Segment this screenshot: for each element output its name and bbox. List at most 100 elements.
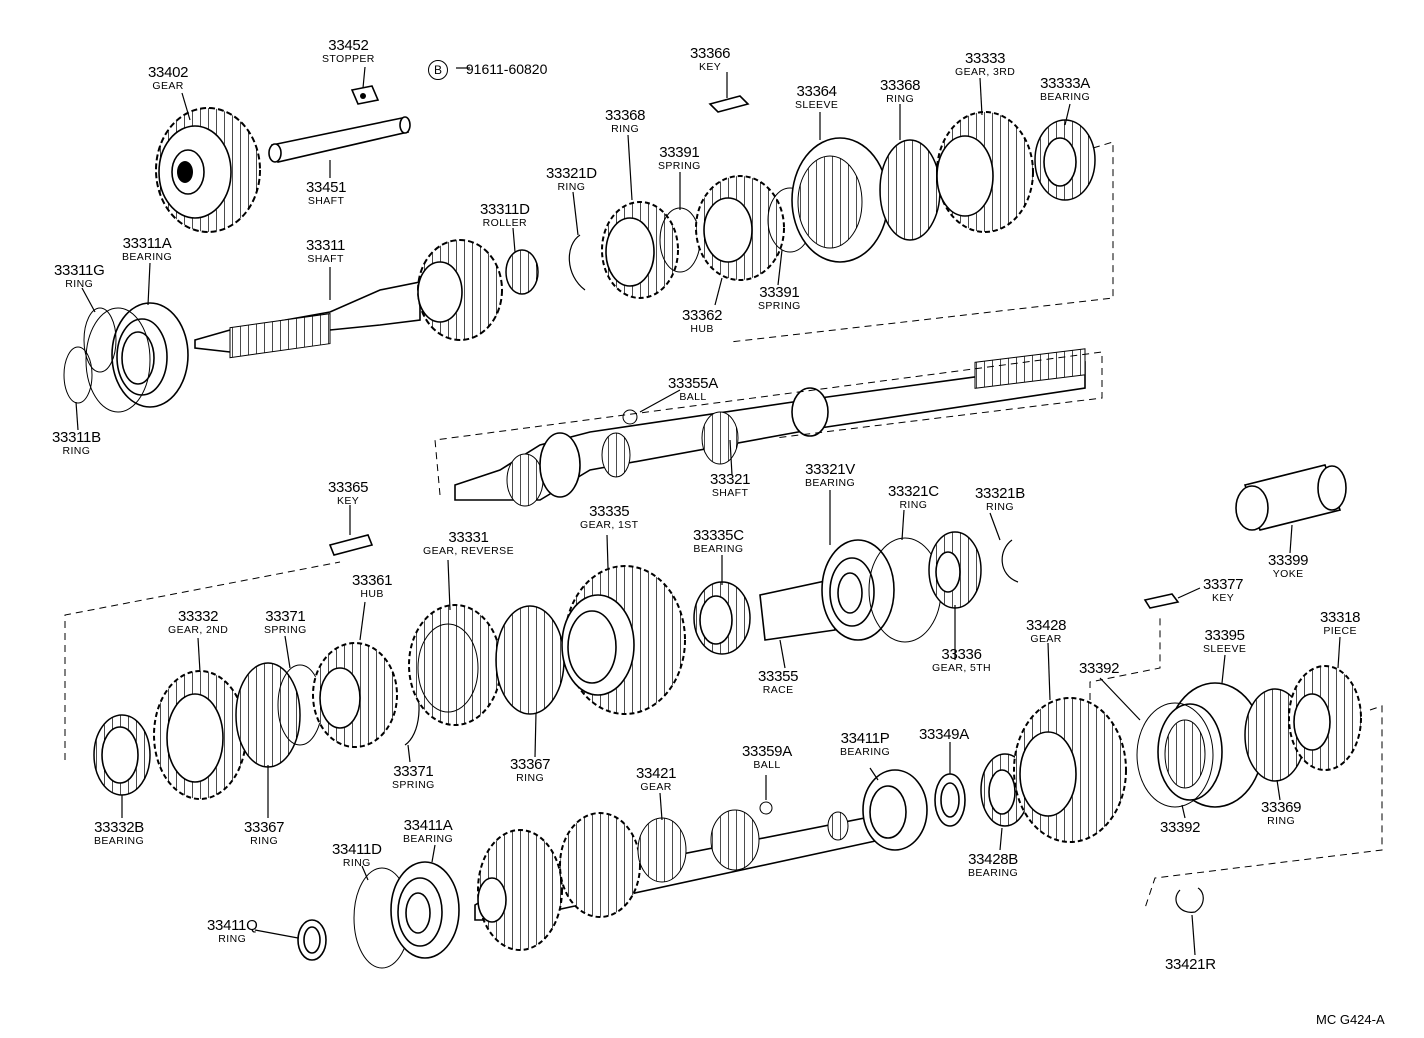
part-name: HUB — [360, 588, 384, 600]
gear-33335-drawing — [561, 565, 686, 715]
part-number: 33421R — [1165, 956, 1216, 973]
part-name: SHAFT — [307, 253, 344, 265]
gear-33331-drawing — [408, 604, 502, 726]
main-shaft-33321-drawing — [454, 348, 1086, 507]
yoke-33399-drawing — [1235, 464, 1347, 531]
part-name: RACE — [762, 684, 794, 696]
ring-33367b-drawing — [495, 605, 565, 715]
part-name: RING — [986, 501, 1014, 513]
gear-33333-drawing — [936, 111, 1034, 233]
part-number: 33367 — [244, 819, 285, 836]
part-number: 33311A — [122, 235, 172, 252]
bearing-33332B-drawing — [93, 714, 151, 796]
part-number: 33451 — [306, 179, 347, 196]
part-name: GEAR, 1ST — [580, 519, 639, 531]
part-number: 33399 — [1268, 552, 1309, 569]
part-name: SPRING — [392, 779, 435, 791]
part-number: 33411Q — [207, 917, 258, 934]
race-33355-drawing — [759, 579, 836, 641]
part-number: 33391 — [759, 284, 800, 301]
part-number: 33321D — [546, 165, 597, 182]
ring-33349A-drawing — [934, 773, 966, 827]
label-33349A[interactable]: 33349A — [919, 727, 969, 743]
part-name: SHAFT — [307, 195, 345, 207]
ring-33321B-drawing — [1001, 539, 1019, 583]
part-name: BEARING — [693, 543, 744, 555]
counter-gear-33421-drawing — [474, 809, 881, 951]
part-name: RING — [886, 93, 915, 105]
part-number: 33371 — [393, 763, 434, 780]
part-name: GEAR, 3RD — [955, 66, 1016, 78]
key-33366-drawing — [708, 95, 750, 113]
part-number: 33335C — [693, 527, 744, 544]
label-33392-a[interactable]: 33392 — [1079, 661, 1120, 677]
part-name: BEARING — [840, 746, 891, 758]
label-33392-b[interactable]: 33392 — [1160, 820, 1201, 836]
roller-33311D-drawing — [505, 249, 539, 295]
part-name: RING — [611, 123, 640, 135]
gear-33428-drawing — [1013, 697, 1127, 843]
part-name: RING — [1267, 815, 1296, 827]
ring-33392-drawing — [1136, 702, 1214, 808]
part-name: SPRING — [758, 300, 801, 312]
part-name: SPRING — [264, 624, 307, 636]
part-number: 33411A — [403, 817, 453, 834]
part-number: 33364 — [796, 83, 838, 100]
part-name: RING — [62, 445, 91, 457]
part-name: GEAR — [1030, 633, 1062, 645]
part-name: BEARING — [805, 477, 856, 489]
label-33421R[interactable]: 33421R — [1165, 957, 1216, 973]
part-name: GEAR — [152, 80, 184, 92]
ring-33368-drawing — [601, 201, 679, 299]
